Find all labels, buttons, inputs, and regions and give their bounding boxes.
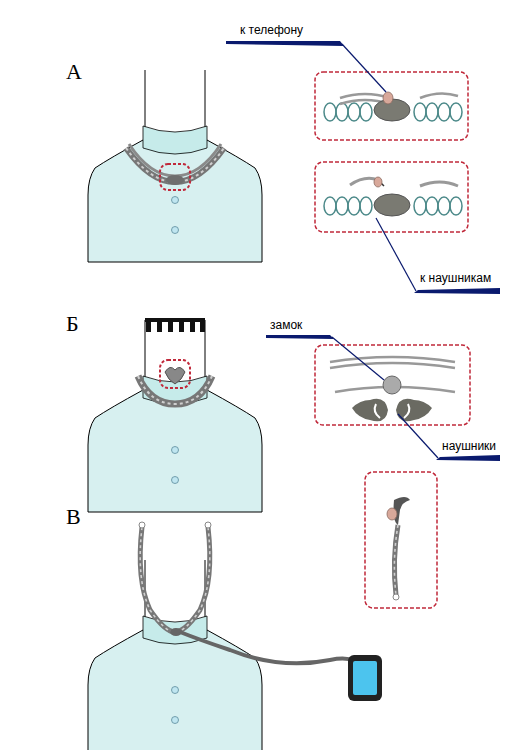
section-letter: Б — [66, 312, 79, 336]
chain-link — [438, 197, 450, 215]
callout-label: к наушникам — [420, 272, 491, 285]
chain-link — [348, 103, 360, 121]
chain-link — [324, 197, 336, 215]
chain-link — [360, 103, 372, 121]
chain-link — [438, 103, 450, 121]
chain-link — [414, 103, 426, 121]
section-letter: В — [66, 505, 81, 529]
chain-link — [450, 103, 462, 121]
chain-link — [348, 197, 360, 215]
callout-label: наушники — [442, 440, 496, 453]
chain-link — [426, 103, 438, 121]
callout-label: к телефону — [240, 24, 303, 37]
chain-link — [414, 197, 426, 215]
chain-link — [336, 103, 348, 121]
chain-link — [336, 197, 348, 215]
section-letter: А — [66, 60, 82, 84]
chain-link — [360, 197, 372, 215]
chain-link — [324, 103, 336, 121]
chain-link — [426, 197, 438, 215]
chain-link — [450, 197, 462, 215]
callout-label: замок — [270, 319, 302, 332]
